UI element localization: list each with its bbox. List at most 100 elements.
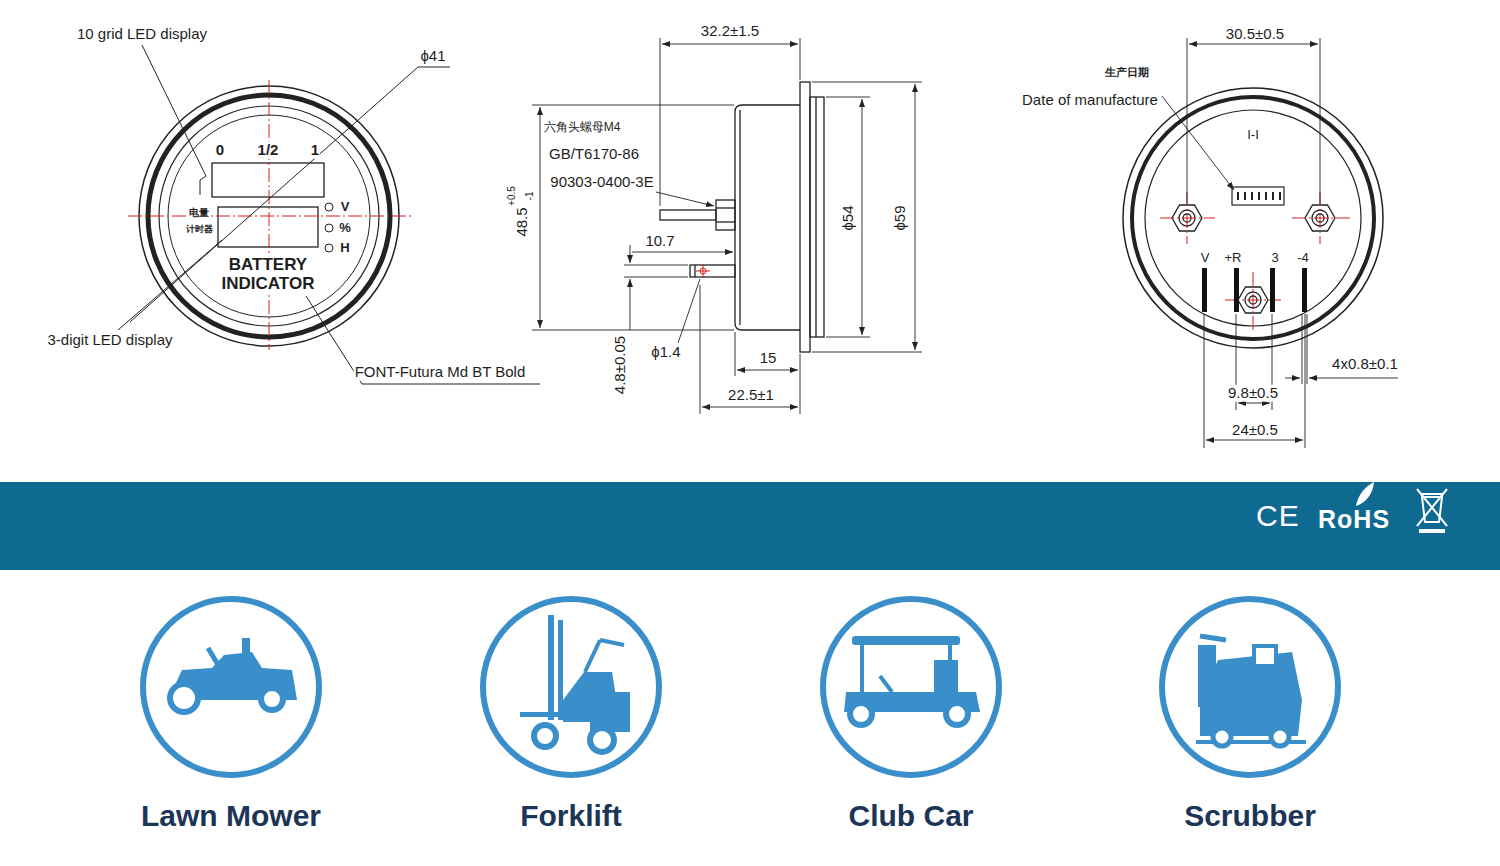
scale-mark: 1 <box>310 142 320 159</box>
forklift-icon <box>600 640 624 645</box>
dimension-line <box>624 265 688 266</box>
rohs-leaf <box>1356 482 1374 506</box>
dimension-line <box>915 84 916 350</box>
dimension-line <box>630 245 631 263</box>
dimension-line <box>812 352 922 353</box>
forklift-icon <box>590 728 614 752</box>
scrubber-icon <box>1213 728 1231 746</box>
leader-line <box>418 67 450 68</box>
side-view <box>694 265 695 277</box>
terminal <box>1302 268 1307 312</box>
leader-line <box>200 176 206 195</box>
forklift-icon <box>520 712 560 717</box>
dimension-line <box>1305 314 1306 448</box>
application-icon: Scrubber <box>1135 595 1365 845</box>
blue-band <box>0 482 1500 570</box>
weee-bin <box>1417 489 1447 526</box>
front-view <box>325 224 333 232</box>
scrubber-icon <box>1196 636 1306 746</box>
application-name: Lawn Mower <box>116 799 346 833</box>
dimension-line <box>532 105 734 106</box>
side-view <box>716 221 735 222</box>
date-code-marks <box>1238 192 1280 200</box>
center-line <box>269 80 270 350</box>
part-note: GB/T6170-86 <box>548 146 640 163</box>
side-view <box>735 105 800 330</box>
weee-bin <box>1420 493 1444 495</box>
side-view <box>660 82 824 352</box>
side-view <box>716 200 735 230</box>
side-view <box>716 207 735 208</box>
lawn-mower-icon <box>242 638 250 660</box>
icon-circle <box>483 599 659 775</box>
dimension-line <box>826 97 870 98</box>
dimension-line <box>1187 38 1188 204</box>
weee-bin <box>1417 489 1447 526</box>
back-view <box>1232 187 1284 205</box>
callout-label: Date of manufacture <box>1021 92 1159 109</box>
center-line <box>128 216 412 217</box>
leader-line <box>118 240 222 330</box>
unit-mark: H <box>339 241 350 255</box>
dimension: 4x0.8±0.1 <box>1331 356 1399 373</box>
lawn-mower-icon <box>170 684 198 712</box>
date-code-marks <box>1279 192 1281 200</box>
lawn-mower-icon <box>208 648 220 668</box>
side-view <box>800 82 810 352</box>
terminal <box>1202 268 1207 312</box>
application-icon: Club Car <box>796 595 1026 845</box>
dimension-line <box>737 370 798 371</box>
icon-circle <box>823 599 999 775</box>
dimension: ϕ41 <box>419 48 446 65</box>
blue-band <box>0 482 1500 570</box>
dimension-line <box>812 82 922 83</box>
dimension-line <box>826 337 870 338</box>
application-icon: Forklift <box>456 595 686 845</box>
dimension-line <box>862 99 863 335</box>
dimension: 10.7 <box>644 233 675 250</box>
rohs-leaf <box>1356 482 1374 506</box>
scrubber-icon <box>1271 728 1289 746</box>
terminal <box>1270 268 1275 312</box>
back-view <box>1123 88 1383 348</box>
forklift-icon <box>520 615 630 752</box>
callout-label: 10 grid LED display <box>76 26 208 43</box>
dimension-line <box>540 107 541 328</box>
weee-bin <box>1422 497 1442 522</box>
dimension: ϕ59 <box>892 204 909 231</box>
dimension-line <box>800 354 801 414</box>
forklift-icon <box>558 620 563 720</box>
dimension-line <box>1285 378 1300 379</box>
dimension: 4.8±0.05 <box>612 335 629 395</box>
dimension-line <box>1162 96 1234 190</box>
pin-name: +R <box>1224 251 1243 265</box>
dimension-line <box>1204 314 1205 448</box>
scale-mark: 0 <box>215 142 225 159</box>
pin-mark <box>696 264 710 278</box>
date-code-marks <box>1244 192 1246 200</box>
dimension-line <box>1206 440 1303 441</box>
center-line <box>1253 272 1254 330</box>
dimension-line <box>632 252 733 253</box>
terminal <box>1202 268 1307 312</box>
part-note: 90303-0400-3E <box>549 174 654 191</box>
pin-name: -4 <box>1296 251 1310 265</box>
date-code-marks <box>1237 192 1239 200</box>
dimension-line <box>660 38 661 206</box>
application-icon: Lawn Mower <box>116 595 346 845</box>
dimension: ϕ54 <box>840 204 857 231</box>
icon-circle <box>1162 599 1338 775</box>
date-code-marks <box>1272 192 1274 200</box>
dimension-line <box>702 407 798 408</box>
side-view <box>810 97 824 337</box>
dimension: 30.5±0.5 <box>1225 26 1285 43</box>
center-line <box>1292 218 1350 219</box>
scrubber-icon <box>1200 652 1302 736</box>
application-name: Forklift <box>456 799 686 833</box>
forklift-icon <box>548 615 554 720</box>
front-view <box>325 203 333 211</box>
center-line <box>1160 192 1350 330</box>
pin-name: V <box>1200 251 1211 265</box>
dimension-line <box>1189 44 1318 45</box>
callout-label: 生产日期 <box>1104 66 1150 78</box>
